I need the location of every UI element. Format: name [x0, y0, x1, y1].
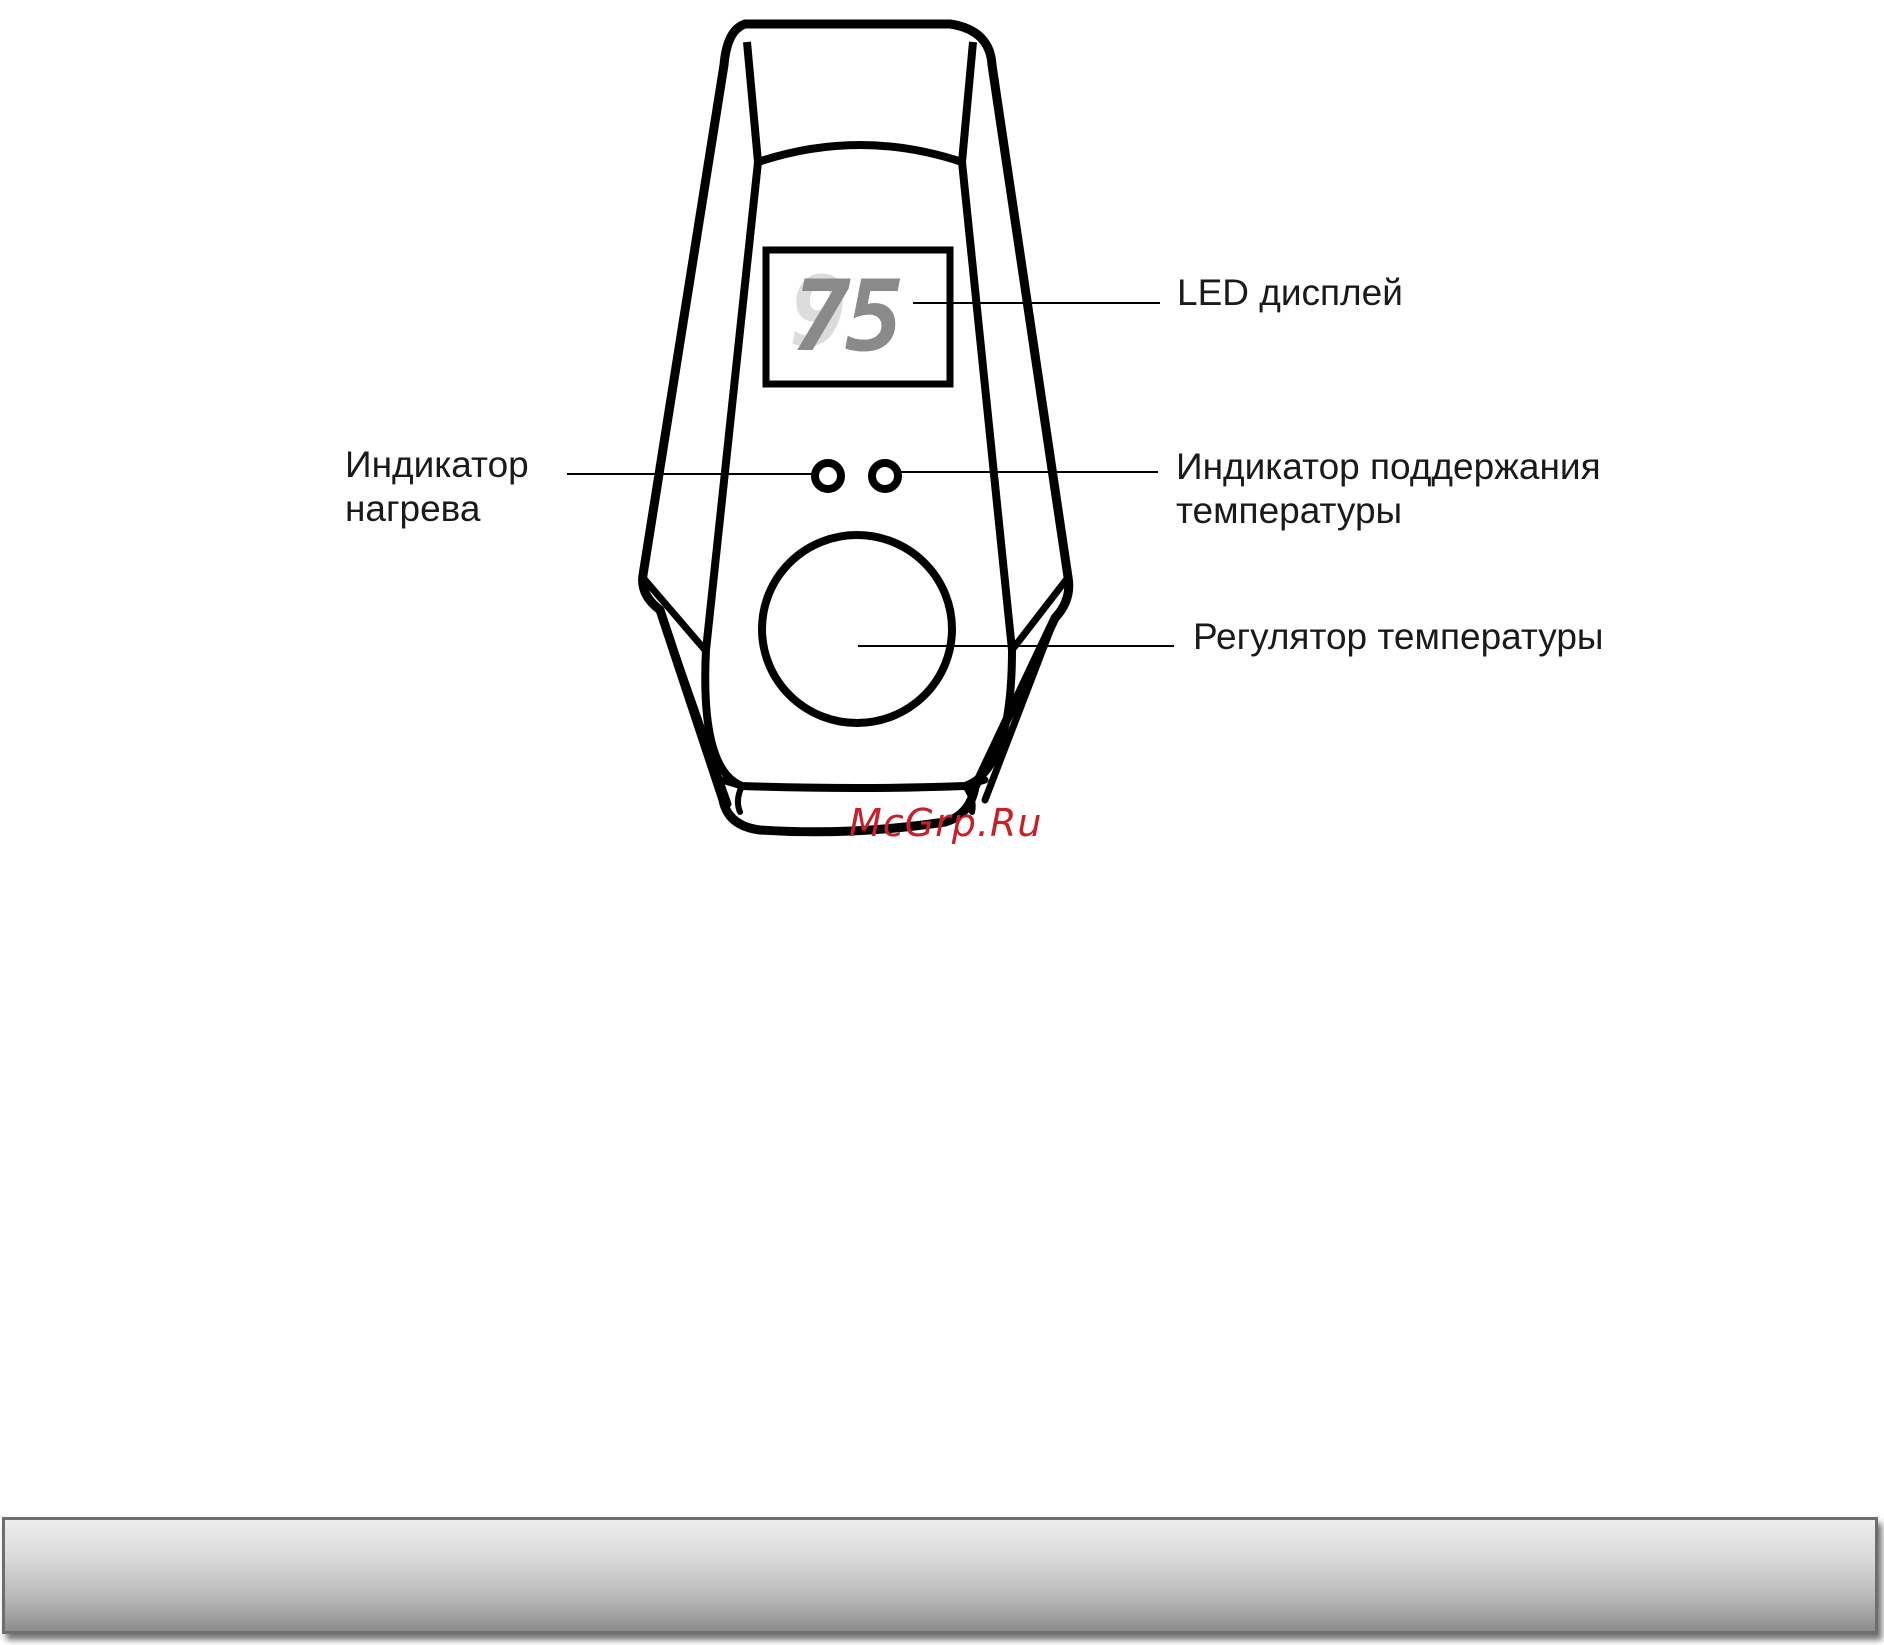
footer-gradient-bar: [2, 1517, 1878, 1634]
temperature-regulator-knob: [762, 535, 952, 723]
heating-indicator-label-line-1: Индикатор: [345, 443, 529, 487]
temperature-regulator-label: Регулятор температуры: [1193, 615, 1604, 659]
temperature-regulator-callout: Регулятор температуры: [1193, 615, 1604, 659]
heating-indicator-lamp: [815, 463, 841, 489]
watermark-text: McGrp.Ru: [849, 801, 1042, 845]
heating-indicator-label-line-2: нагрева: [345, 487, 529, 531]
led-display-value: 75: [792, 260, 901, 374]
led-display-callout: LED дисплей: [1177, 271, 1403, 315]
heating-indicator-callout: Индикатор нагрева: [345, 443, 529, 531]
temperature-hold-indicator-lamp: [872, 463, 898, 489]
panel-top-cap: [747, 42, 973, 162]
temperature-hold-indicator-callout: Индикатор поддержания температуры: [1176, 445, 1601, 533]
temperature-hold-label-line-2: температуры: [1176, 489, 1601, 533]
led-display-label: LED дисплей: [1177, 271, 1403, 315]
temperature-hold-label-line-1: Индикатор поддержания: [1176, 445, 1601, 489]
